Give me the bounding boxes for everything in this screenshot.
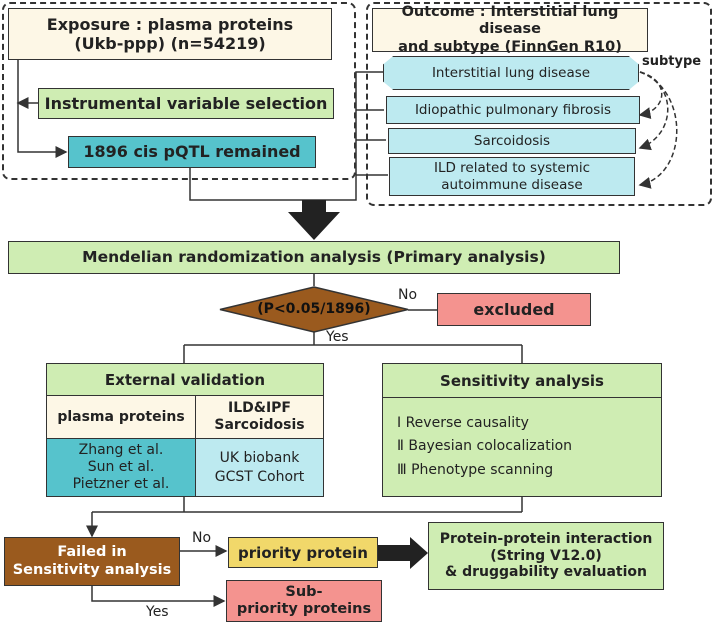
- line-pqtl-to-outcomes: [189, 71, 383, 201]
- sub-priority-box: Sub- priority proteins: [226, 580, 382, 622]
- ppi-line1: Protein-protein interaction: [439, 530, 653, 547]
- no-label-1: No: [398, 287, 418, 303]
- external-validation-header: External validation: [46, 363, 324, 396]
- external-col1-cell: Zhang et al. Sun et al. Pietzner et al.: [46, 438, 196, 497]
- big-down-arrow: [288, 200, 340, 240]
- yes-label-1: Yes: [326, 329, 349, 345]
- study-zhang: Zhang et al.: [78, 441, 164, 458]
- sub-priority-line1: Sub-: [285, 583, 323, 600]
- cohort-gcst: GCST Cohort: [214, 468, 305, 485]
- sensitivity-item-2: Ⅱ Bayesian colocalization: [397, 438, 573, 455]
- outcome-group: [366, 2, 712, 206]
- sub-priority-line2: priority proteins: [236, 601, 372, 617]
- no-label-2: No: [192, 530, 212, 546]
- sensitivity-header: Sensitivity analysis: [382, 363, 662, 398]
- exposure-title: Exposure : plasma proteins: [46, 14, 294, 34]
- external-col1-header: plasma proteins: [46, 395, 196, 439]
- external-col2-header-line2: Sarcoidosis: [214, 417, 305, 433]
- external-col2-header-line1: ILD&IPF: [228, 400, 291, 417]
- excluded-box: excluded: [437, 293, 591, 326]
- study-sun: Sun et al.: [87, 458, 155, 475]
- mr-analysis-box: Mendelian randomization analysis (Primar…: [8, 241, 620, 274]
- outcome-ipf-box: Idiopathic pulmonary fibrosis: [386, 96, 640, 124]
- iv-selection-box: Instrumental variable selection: [38, 88, 334, 119]
- external-col2-cell: UK biobank GCST Cohort: [195, 438, 324, 497]
- outcome-autoimmune-box: ILD related to systemic autoimmune disea…: [389, 157, 635, 196]
- study-pietzner: Pietzner et al.: [72, 476, 170, 493]
- outcome-sarcoidosis-box: Sarcoidosis: [388, 128, 636, 154]
- line-exposure-to-pqtl: [17, 40, 68, 158]
- failed-line2: Sensitivity analysis: [12, 561, 172, 578]
- pqtl-box: 1896 cis pQTL remained: [68, 136, 316, 168]
- exposure-box: Exposure : plasma proteins (Ukb-ppp) (n=…: [8, 8, 332, 60]
- outcome-title-line2: and subtype (FinnGen R10): [398, 38, 622, 55]
- sensitivity-item-3: Ⅲ Phenotype scanning: [397, 461, 554, 478]
- priority-protein-box: priority protein: [228, 537, 378, 568]
- exposure-subtitle: (Ukb-ppp) (n=54219): [74, 34, 266, 53]
- subtype-label: subtype: [642, 54, 702, 69]
- outcome-box: Outcome : Interstitial lung disease and …: [372, 4, 648, 55]
- thick-arrow-to-ppi: [378, 537, 428, 569]
- exposure-group: [2, 2, 356, 180]
- ppi-box: Protein-protein interaction (String V12.…: [428, 522, 664, 590]
- sensitivity-item-1: Ⅰ Reverse causality: [397, 415, 529, 432]
- outcome-title-line1: Outcome : Interstitial lung disease: [401, 3, 619, 38]
- cohort-ukbiobank: UK biobank: [219, 450, 300, 467]
- outcome-ild-box: Interstitial lung disease: [383, 56, 639, 90]
- external-col2-header: ILD&IPF Sarcoidosis: [195, 395, 324, 439]
- ppi-line3: & druggability evaluation: [445, 564, 647, 581]
- ppi-line2: (String V12.0): [490, 547, 602, 564]
- failed-sensitivity-box: Failed in Sensitivity analysis: [4, 537, 180, 586]
- sensitivity-list: Ⅰ Reverse causality Ⅱ Bayesian colocaliz…: [382, 397, 662, 497]
- yes-label-2: Yes: [146, 604, 169, 620]
- failed-line1: Failed in: [57, 544, 127, 561]
